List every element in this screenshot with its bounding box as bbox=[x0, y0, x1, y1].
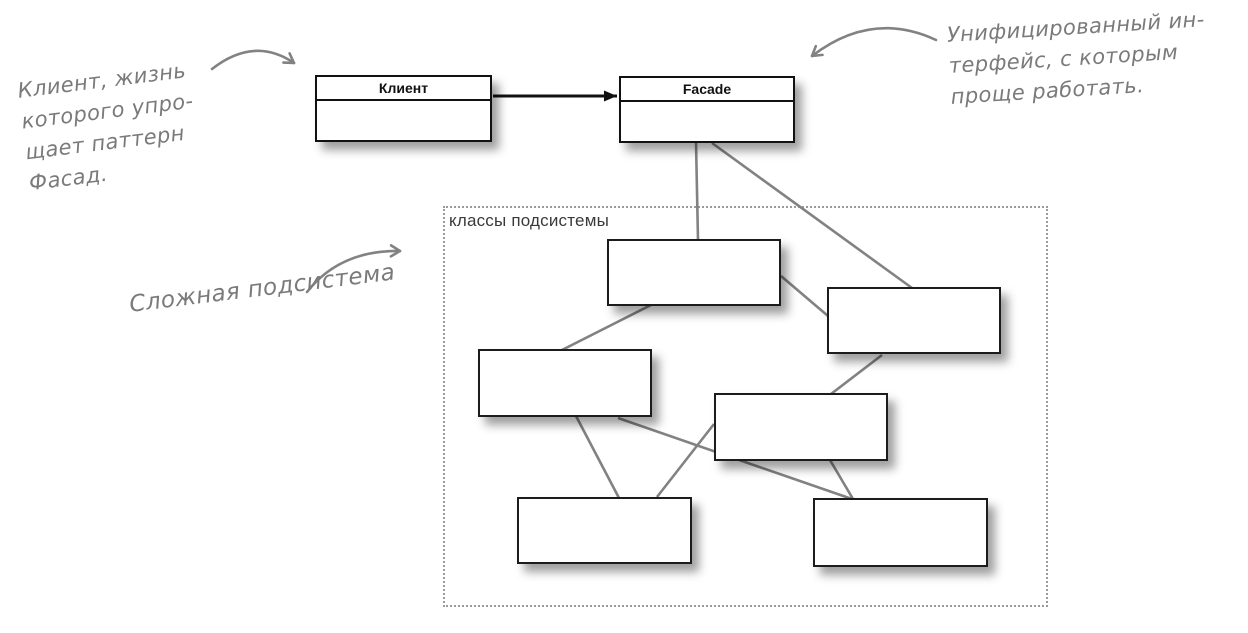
client-class-box: Клиент bbox=[315, 75, 492, 142]
annotation-arrows bbox=[210, 26, 938, 294]
facade-annotation: Унифицированный ин- терфейс, с которым п… bbox=[946, 4, 1209, 113]
client-annotation: Клиент, жизнь которого упро- щает паттер… bbox=[16, 55, 203, 199]
facade-note-arrow bbox=[810, 26, 938, 58]
facade-class-title: Facade bbox=[621, 78, 793, 102]
connector-sub3-sub5 bbox=[574, 415, 621, 499]
connector-sub1-sub2 bbox=[780, 275, 829, 317]
subsystem-class-box bbox=[813, 498, 988, 567]
client-note-arrow bbox=[210, 49, 296, 71]
subsystem-class-box bbox=[517, 497, 692, 564]
subsystem-class-box bbox=[714, 393, 888, 461]
facade-class-box: Facade bbox=[619, 76, 795, 143]
connector-sub2-sub4 bbox=[830, 353, 883, 396]
subsystem-connectors bbox=[561, 141, 913, 501]
subsystem-class-box bbox=[827, 287, 1001, 354]
connector-facade-sub2 bbox=[711, 141, 913, 290]
subsystem-dotted-frame: классы подсистемы bbox=[443, 206, 1048, 607]
connector-sub4-sub6 bbox=[828, 459, 855, 500]
connector-facade-sub1 bbox=[694, 141, 700, 241]
subsystem-class-box bbox=[478, 349, 652, 417]
client-class-title: Клиент bbox=[317, 77, 490, 101]
connector-sub5-sub4 bbox=[655, 423, 716, 498]
connector-sub1-sub3 bbox=[561, 303, 652, 352]
subsystem-class-box bbox=[607, 239, 781, 306]
subsystem-note-arrow bbox=[305, 244, 402, 294]
subsystem-frame-label: классы подсистемы bbox=[449, 211, 610, 230]
